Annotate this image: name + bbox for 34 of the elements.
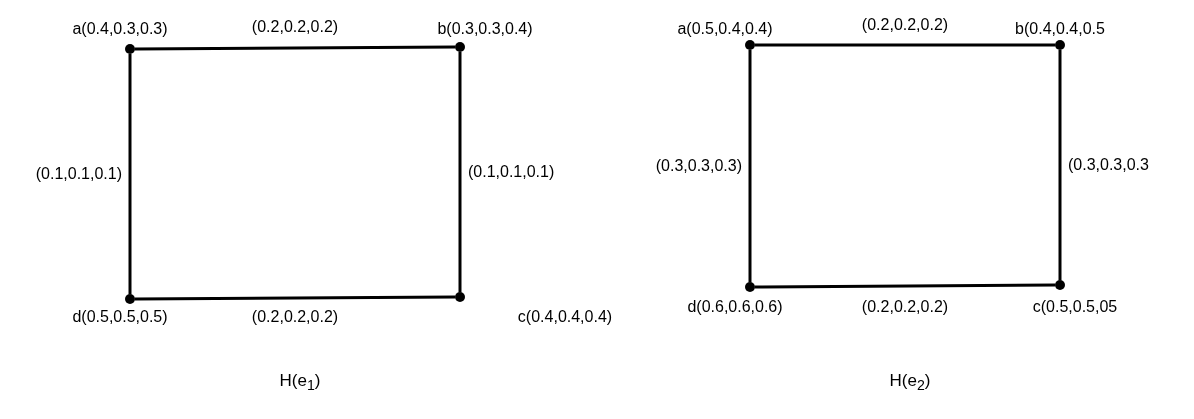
edge-label: (0.2,0.2,0.2): [251, 18, 339, 36]
vertex-label: d(0.5,0.5,0.5): [72, 308, 168, 326]
graph-edge: [135, 295, 455, 301]
vertex-label: c(0.4,0.4,0.4): [517, 308, 613, 326]
edge-label: (0.3,0.3,0.3: [1068, 156, 1149, 174]
vertex-label: d(0.6,0.6,0.6): [687, 298, 783, 316]
vertex-dot: [745, 40, 755, 50]
vertex-label: a(0.5,0.4,0.4): [677, 20, 773, 38]
graph-caption: H(e$_{1}$): [279, 372, 321, 395]
vertex-dot: [1055, 40, 1065, 50]
edge-label: (0.1,0.1,0.1): [35, 165, 122, 183]
vertex-label: b(0.3,0.3,0.4): [437, 20, 533, 38]
graph-edge: [748, 50, 752, 282]
vertex-label: a(0.4,0.3,0.3): [72, 20, 168, 38]
graph-edge: [128, 54, 132, 294]
vertex-dot: [125, 44, 135, 54]
vertex-dot: [455, 42, 465, 52]
edge-label: (0.2,0.2,0.2): [861, 298, 949, 316]
vertex-dot: [745, 282, 755, 292]
graph-edge: [135, 45, 455, 51]
graph-edge: [755, 283, 1055, 289]
graph-caption: H(e$_{2}$): [889, 372, 931, 395]
edge-label: (0.3,0.3,0.3): [655, 157, 742, 175]
vertex-dot: [1055, 280, 1065, 290]
graph-edge: [755, 43, 1055, 47]
edge-label: (0.2,0.2,0.2): [251, 308, 339, 326]
edge-label: (0.1,0.1,0.1): [468, 163, 555, 181]
vertex-label: c(0.5,0.5,05: [1032, 298, 1118, 316]
vertex-dot: [125, 294, 135, 304]
vertex-dot: [455, 292, 465, 302]
graph-edge: [1058, 50, 1062, 280]
vertex-label: b(0.4,0.4,0.5: [1015, 20, 1105, 38]
graph-edge: [458, 52, 462, 292]
edge-label: (0.2,0.2,0.2): [861, 16, 949, 34]
